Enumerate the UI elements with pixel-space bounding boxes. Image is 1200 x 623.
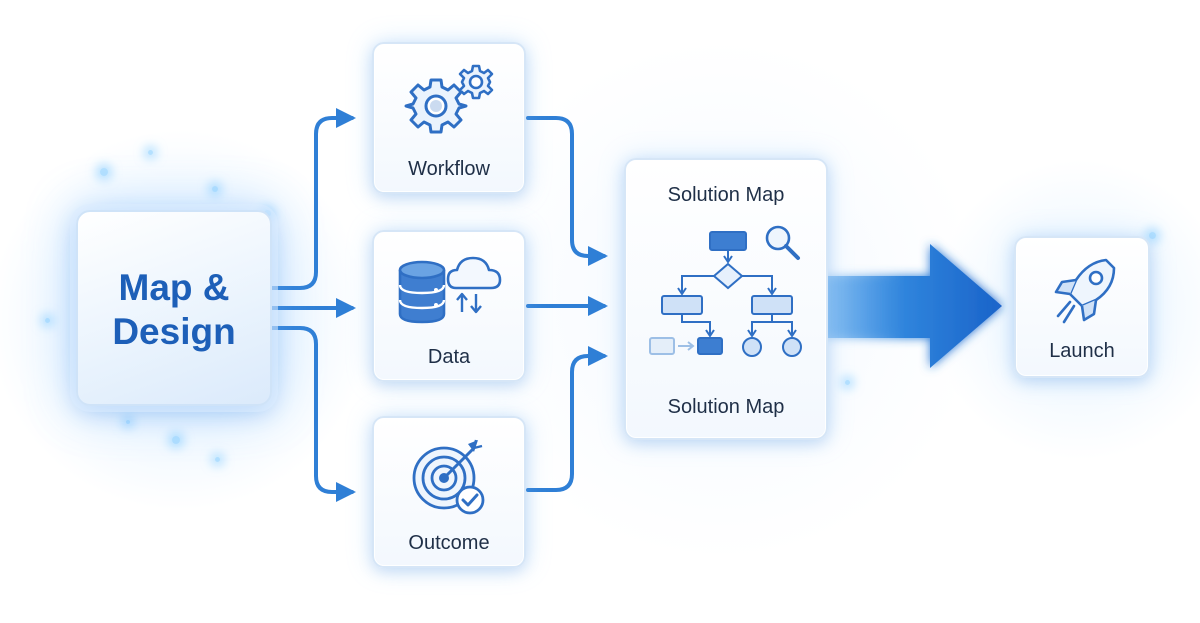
gears-icon <box>400 64 500 140</box>
flowchart-icon <box>640 218 816 372</box>
connector-start-to-workflow <box>272 118 352 288</box>
outcome-node: Outcome <box>372 416 526 568</box>
target-check-icon <box>404 432 500 516</box>
outcome-label: Outcome <box>374 532 524 555</box>
launch-node: Launch <box>1014 236 1150 378</box>
database-cloud-icon <box>396 248 508 328</box>
connector-outcome-to-solution <box>528 356 604 490</box>
solution-map-top-label: Solution Map <box>626 184 826 207</box>
rocket-icon <box>1050 254 1120 328</box>
data-node: Data <box>372 230 526 382</box>
big-arrow-to-launch <box>826 244 1002 368</box>
solution-map-node: Solution Map <box>624 158 828 440</box>
solution-map-bottom-label: Solution Map <box>626 396 826 419</box>
connector-start-to-outcome <box>272 328 352 492</box>
connector-workflow-to-solution <box>528 118 604 256</box>
workflow-label: Workflow <box>374 158 524 181</box>
start-node-map-design: Map & Design <box>76 210 272 406</box>
launch-label: Launch <box>1016 340 1148 363</box>
workflow-node: Workflow <box>372 42 526 194</box>
data-label: Data <box>374 346 524 369</box>
start-node-title: Map & Design <box>78 266 270 354</box>
